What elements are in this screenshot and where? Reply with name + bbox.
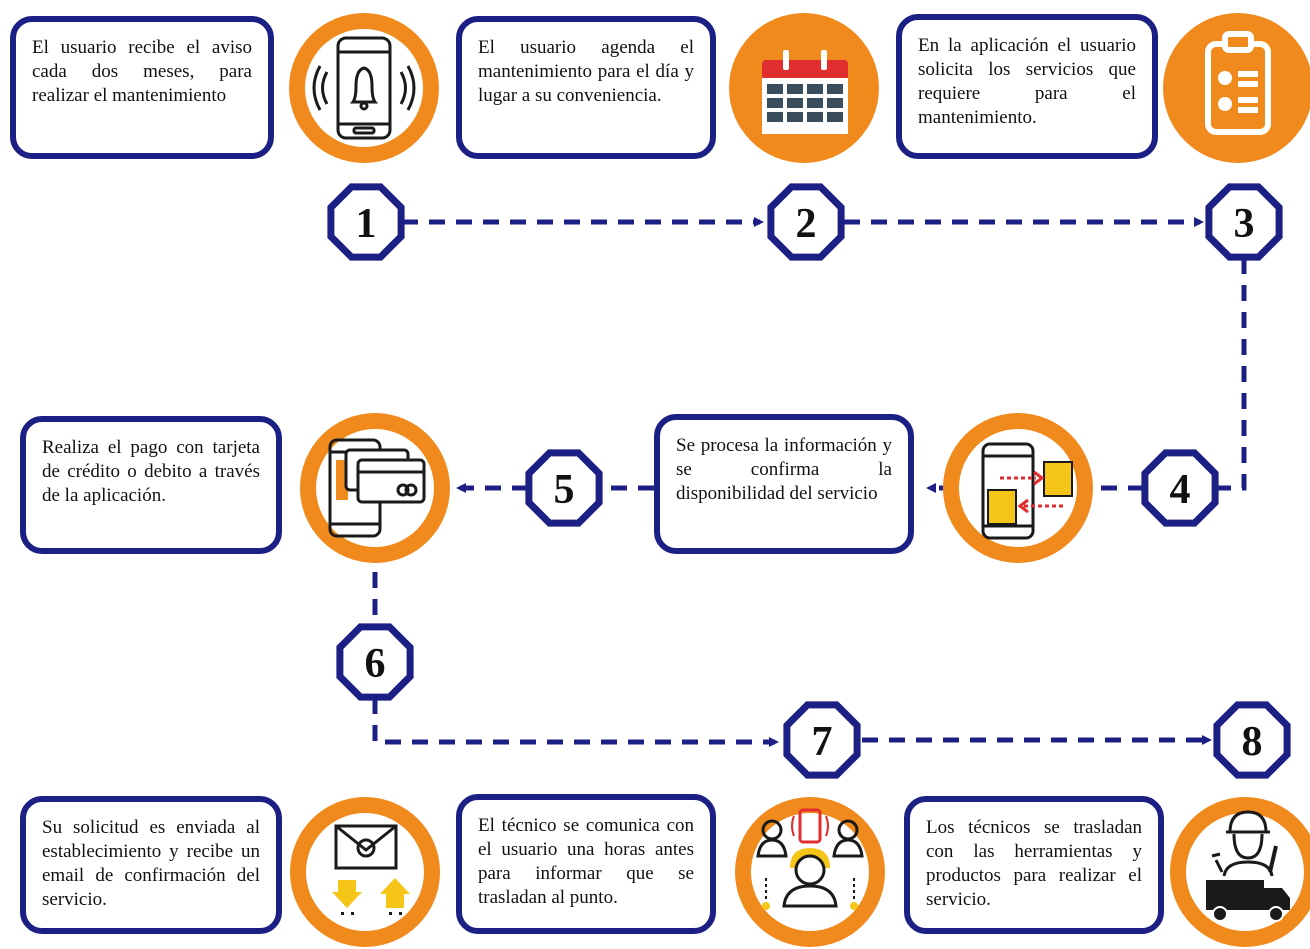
step4-text-box: Se procesa la información y se confirma … [654, 414, 914, 554]
step5-number: 5 [554, 467, 575, 513]
step6-number: 6 [365, 641, 386, 687]
calendar-icon [762, 50, 848, 134]
step2-number-badge: 2 [767, 183, 845, 261]
step8-text: Los técnicos se trasladan con las herram… [926, 817, 1142, 910]
octagon-shape [1205, 183, 1283, 261]
step2-icon-badge [729, 13, 879, 163]
technician-call-icon [756, 808, 864, 910]
octagon-shape [1213, 701, 1291, 779]
step6-icon-badge [290, 797, 440, 947]
octagon-shape [336, 623, 414, 701]
step7-number-badge: 7 [783, 701, 861, 779]
step3-icon-badge [1163, 13, 1310, 163]
phone-data-exchange-icon [981, 442, 1073, 540]
step1-number-badge: 1 [327, 183, 405, 261]
step5-icon-badge [300, 413, 450, 563]
step4-text: Se procesa la información y se confirma … [676, 435, 892, 504]
step3-number: 3 [1234, 201, 1255, 247]
step5-text: Realiza el pago con tarjeta de crédito o… [42, 437, 260, 506]
step2-text: El usuario agenda el mantenimiento para … [478, 37, 694, 106]
step1-text: El usuario recibe el aviso cada dos mese… [32, 37, 252, 106]
email-exchange-icon [332, 824, 410, 915]
octagon-shape [525, 449, 603, 527]
step4-number-badge: 4 [1141, 449, 1219, 527]
step2-text-box: El usuario agenda el mantenimiento para … [456, 16, 716, 159]
phone-credit-card-icon [328, 438, 426, 538]
step7-number: 7 [812, 719, 833, 765]
step6-text-box: Su solicitud es enviada al establecimien… [20, 796, 282, 934]
step6-text: Su solicitud es enviada al establecimien… [42, 817, 260, 910]
octagon-shape [327, 183, 405, 261]
step4-icon-badge [943, 413, 1093, 563]
step4-number: 4 [1170, 467, 1191, 513]
step3-text-box: En la aplicación el usuario solicita los… [896, 14, 1158, 159]
connector-3-4 [1216, 258, 1247, 491]
step3-text: En la aplicación el usuario solicita los… [918, 35, 1136, 128]
step3-number-badge: 3 [1205, 183, 1283, 261]
step1-text-box: El usuario recibe el aviso cada dos mese… [10, 16, 274, 159]
step5-text-box: Realiza el pago con tarjeta de crédito o… [20, 416, 282, 554]
step7-text-box: El técnico se comunica con el usuario un… [456, 794, 716, 934]
step2-number: 2 [796, 201, 817, 247]
step1-icon-badge [289, 13, 439, 163]
step8-icon-badge [1170, 797, 1310, 947]
step6-number-badge: 6 [336, 623, 414, 701]
technician-truck-icon [1206, 810, 1290, 922]
step7-text: El técnico se comunica con el usuario un… [478, 815, 694, 908]
step8-number: 8 [1242, 719, 1263, 765]
step1-number: 1 [356, 201, 377, 247]
step8-number-badge: 8 [1213, 701, 1291, 779]
octagon-shape [783, 701, 861, 779]
smartphone-bell-icon [312, 36, 416, 140]
clipboard-checklist-icon [1205, 31, 1271, 135]
step8-text-box: Los técnicos se trasladan con las herram… [904, 796, 1164, 934]
step7-icon-badge [735, 797, 885, 947]
octagon-shape [767, 183, 845, 261]
connector-6-7 [372, 698, 779, 747]
octagon-shape [1141, 449, 1219, 527]
step5-number-badge: 5 [525, 449, 603, 527]
